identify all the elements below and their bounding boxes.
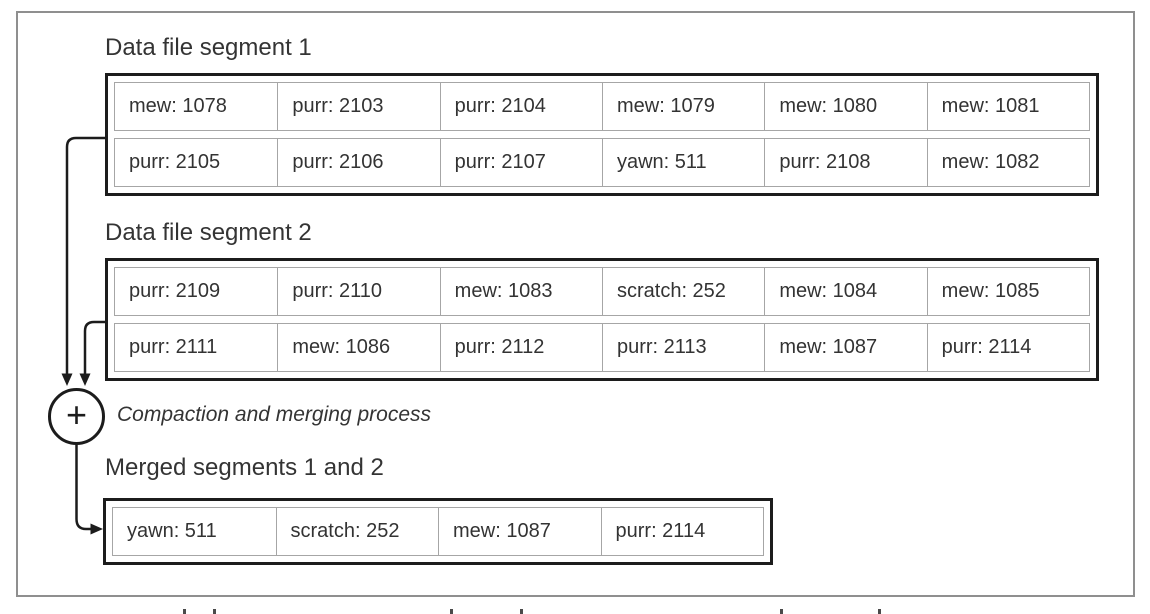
record-cell: mew: 1080 [764, 83, 926, 130]
record-cell: purr: 2112 [439, 324, 602, 371]
record-cell: purr: 2111 [129, 336, 218, 358]
record-cell: purr: 2114 [600, 508, 764, 555]
record-cell: mew: 1085 [926, 268, 1089, 315]
record-cell: purr: 2104 [439, 83, 602, 130]
record-cell: mew: 1081 [926, 83, 1089, 130]
record-cell: purr: 2106 [277, 139, 439, 186]
record-cell: mew: 1078 [129, 95, 227, 117]
record-cell: mew: 1079 [601, 83, 764, 130]
record-cell: purr: 2113 [601, 324, 764, 371]
record-cell: mew: 1084 [764, 268, 926, 315]
record-cell: mew: 1082 [926, 139, 1089, 186]
record-cell: purr: 2114 [926, 324, 1089, 371]
record-cell: purr: 2108 [764, 139, 926, 186]
merged-title: Merged segments 1 and 2 [105, 454, 384, 481]
record-cell: purr: 2109 [129, 280, 221, 302]
merge-operator-circle: + [48, 388, 105, 445]
record-cell: yawn: 511 [601, 139, 764, 186]
segment2-title: Data file segment 2 [105, 219, 312, 246]
merged-box: yawn: 511 scratch: 252 mew: 1087 purr: 2… [103, 498, 773, 565]
record-cell: scratch: 252 [275, 508, 439, 555]
segment1-title: Data file segment 1 [105, 34, 312, 61]
outer-frame [16, 11, 1135, 597]
record-cell: scratch: 252 [601, 268, 764, 315]
segment1-box: mew: 1078 purr: 2103 purr: 2104 mew: 107… [105, 73, 1099, 196]
segment1-row1: mew: 1078 purr: 2103 purr: 2104 mew: 107… [114, 82, 1090, 131]
merge-caption: Compaction and merging process [117, 403, 431, 426]
record-cell: purr: 2103 [277, 83, 439, 130]
merged-row: yawn: 511 scratch: 252 mew: 1087 purr: 2… [112, 507, 764, 556]
record-cell: purr: 2105 [129, 151, 221, 173]
segment2-box: purr: 2109 purr: 2110 mew: 1083 scratch:… [105, 258, 1099, 381]
segment2-row2: purr: 2111 mew: 1086 purr: 2112 purr: 21… [114, 323, 1090, 372]
record-cell: mew: 1087 [764, 324, 926, 371]
record-cell: purr: 2107 [439, 139, 602, 186]
plus-icon: + [65, 394, 88, 435]
record-cell: mew: 1087 [438, 508, 601, 555]
record-cell: mew: 1086 [277, 324, 439, 371]
record-cell: yawn: 511 [127, 520, 217, 542]
segment1-row2: purr: 2105 purr: 2106 purr: 2107 yawn: 5… [114, 138, 1090, 187]
segment2-row1: purr: 2109 purr: 2110 mew: 1083 scratch:… [114, 267, 1090, 316]
record-cell: mew: 1083 [439, 268, 602, 315]
record-cell: purr: 2110 [277, 268, 439, 315]
